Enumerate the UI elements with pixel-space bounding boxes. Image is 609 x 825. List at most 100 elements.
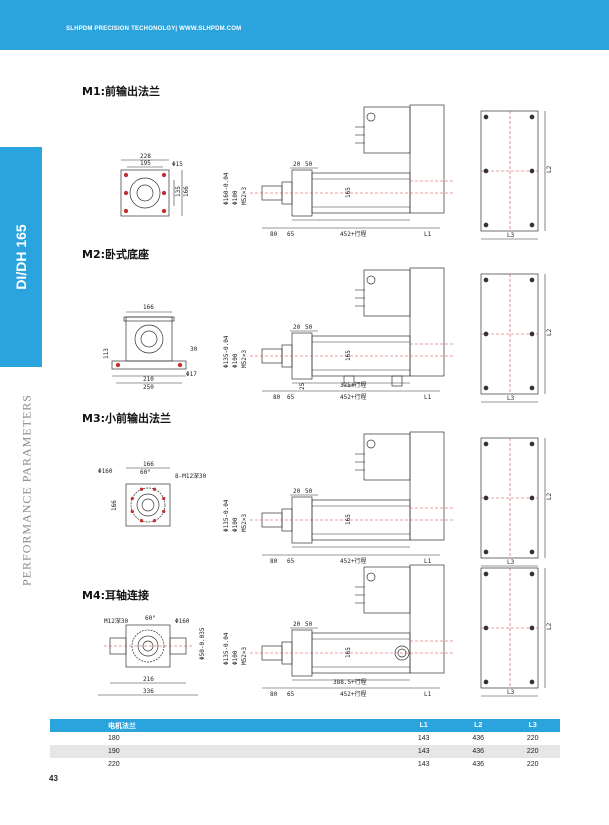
- mount-hole: [529, 625, 535, 631]
- dimension-label: Φ100: [232, 650, 239, 665]
- dimension-label: 452+行程: [340, 557, 366, 565]
- table-cell: 220: [505, 745, 560, 758]
- dimension-label: L3: [507, 395, 515, 402]
- mount-hole: [483, 679, 489, 685]
- table-cell: 190: [50, 745, 397, 758]
- dimension-label: 80: [273, 394, 281, 401]
- dimension-label: 80: [270, 691, 278, 698]
- dimension-label: 165: [345, 514, 352, 525]
- mount-hole: [529, 114, 535, 120]
- trunnion-pin-inner: [397, 648, 407, 658]
- dimension-label: Φ160-0.04: [223, 172, 230, 205]
- model-side-tab: [0, 147, 42, 367]
- mount-hole: [123, 190, 129, 196]
- header-cell-flange: 电机法兰: [50, 719, 397, 732]
- table-row: 180 143 436 220: [50, 732, 560, 745]
- mount-hole: [483, 114, 489, 120]
- outer-circle: [137, 635, 159, 657]
- dimension-label: Φ15: [172, 161, 183, 168]
- table-row: 190 143 436 220: [50, 745, 560, 758]
- dimension-label: L3: [507, 232, 515, 239]
- body-inner-circle: [140, 330, 158, 348]
- dimension-label: M52×3: [241, 187, 248, 205]
- dimension-label: 50: [305, 324, 313, 331]
- dimension-label: 166: [143, 304, 154, 311]
- flange-plate: [120, 169, 170, 217]
- dimension-label: 165: [345, 647, 352, 658]
- base-plate: [111, 360, 187, 370]
- mount-hole: [529, 168, 535, 174]
- mount-hole: [130, 496, 134, 501]
- table-cell: 436: [472, 761, 485, 768]
- mount-hole: [483, 331, 489, 337]
- dimension-label: 166: [111, 500, 118, 511]
- flange-pcd-circle: [130, 487, 166, 523]
- dimension-label: 50: [305, 621, 313, 628]
- mount-hole: [529, 549, 535, 555]
- motor-housing: [363, 566, 411, 614]
- mount-hole: [139, 487, 144, 491]
- section-title-m4: M4:耳轴连接: [82, 589, 149, 602]
- flange-plate: [125, 483, 171, 527]
- dimension-label: 25: [299, 382, 306, 390]
- dimension-label: L3: [507, 689, 515, 696]
- mount-hole: [161, 208, 167, 214]
- motor-housing: [363, 433, 411, 481]
- table-cell: 436: [450, 745, 506, 758]
- mount-hole: [529, 441, 535, 447]
- header-bar: SLHPDM PRECISION TECHONOLGY| WWW.SLHPDM.…: [0, 0, 609, 50]
- mount-hole: [529, 277, 535, 283]
- mount-hole: [529, 222, 535, 228]
- mount-hole: [483, 625, 489, 631]
- dimension-label: 20: [293, 324, 301, 331]
- dimension-label: L1: [424, 691, 432, 698]
- page-number: 43: [49, 774, 58, 783]
- motor-connector: [366, 112, 376, 122]
- table-cell: 220: [526, 761, 539, 768]
- dimension-label: 60°: [145, 615, 156, 622]
- end-plate: [480, 273, 539, 395]
- mount-hole: [483, 277, 489, 283]
- mount-hole: [152, 487, 157, 491]
- dimension-label: Φ100: [232, 517, 239, 532]
- dimension-label: 452+行程: [340, 230, 366, 238]
- mount-hole: [483, 168, 489, 174]
- dimension-label: 113: [103, 348, 110, 359]
- dimension-label: 20: [293, 621, 301, 628]
- motor-connector: [366, 275, 376, 285]
- dimension-label: Φ100: [232, 190, 239, 205]
- dimension-label: Φ160: [98, 468, 113, 475]
- dimension-label: 65: [287, 394, 295, 401]
- table-cell: 143: [396, 745, 451, 758]
- trunnion-left: [109, 637, 127, 655]
- base-foot: [343, 375, 355, 387]
- dimension-label: L2: [546, 328, 553, 336]
- dimension-label: L2: [546, 165, 553, 173]
- dimension-label: 388.5+行程: [333, 678, 367, 686]
- mount-hole: [139, 519, 144, 523]
- dimension-label: 210: [143, 376, 154, 383]
- dimension-label: 195: [140, 160, 151, 167]
- dimension-label: 135: [175, 186, 182, 197]
- dimension-label: 80: [270, 231, 278, 238]
- mount-hole: [483, 441, 489, 447]
- mount-hole: [529, 679, 535, 685]
- dimension-label: L3: [507, 559, 515, 566]
- dimension-label: 250: [143, 384, 154, 391]
- dimension-label: 166: [143, 461, 154, 468]
- section-title-m1: M1:前输出法兰: [82, 85, 160, 98]
- flange-inner-circle: [141, 498, 155, 512]
